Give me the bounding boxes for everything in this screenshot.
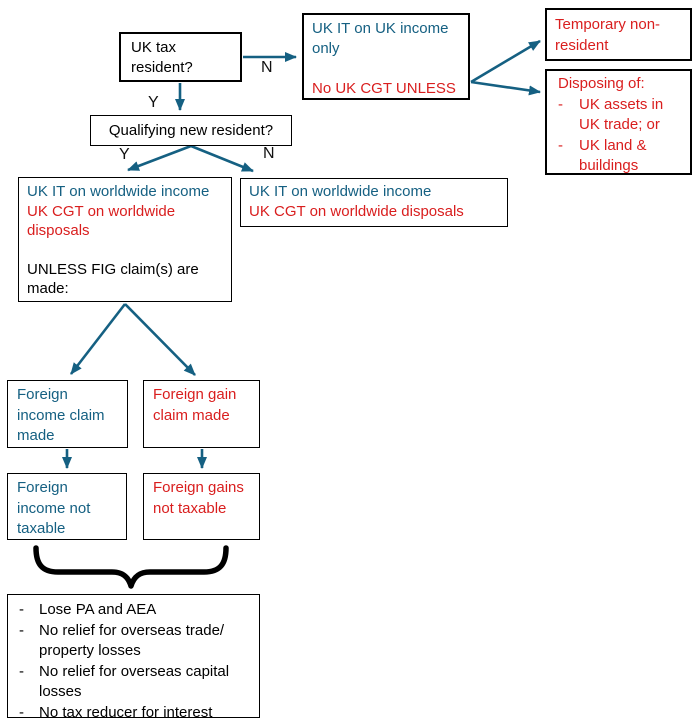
cgt-line: No UK CGT UNLESS bbox=[312, 80, 456, 97]
consequence-item: - No relief for overseas trade/ property… bbox=[19, 621, 251, 662]
arrow-qualifying-no bbox=[190, 144, 254, 173]
node-text: Temporary non-resident bbox=[555, 16, 661, 54]
node-text: Qualifying new resident? bbox=[108, 121, 274, 139]
node-foreign-gains-not-taxable: Foreign gains not taxable bbox=[143, 473, 260, 540]
node-text: Foreign income not taxable bbox=[17, 479, 91, 537]
node-fig-consequences: - Lose PA and AEA - No relief for overse… bbox=[7, 594, 260, 721]
disposing-item: - UK land & buildings bbox=[558, 136, 685, 177]
item-text: UK assets in UK trade; or bbox=[579, 95, 664, 134]
unless-line: UNLESS FIG claim(s) are made: bbox=[27, 260, 199, 298]
item-text: No relief for overseas capital losses bbox=[39, 662, 230, 701]
node-text: UK tax resident? bbox=[131, 39, 193, 76]
dash-bullet: - bbox=[558, 136, 563, 154]
gather-brace bbox=[33, 545, 229, 589]
dash-bullet: - bbox=[19, 703, 24, 721]
node-worldwide-with-fig: UK IT on worldwide income UK CGT on worl… bbox=[18, 177, 232, 302]
item-text: Lose PA and AEA bbox=[39, 601, 157, 618]
edge-label-n-mid: N bbox=[263, 145, 275, 162]
edge-label-n-top: N bbox=[261, 59, 273, 76]
it-line: UK IT on worldwide income bbox=[249, 183, 432, 200]
dash-bullet: - bbox=[19, 662, 24, 680]
item-text: No tax reducer for interest bbox=[39, 703, 213, 721]
consequence-item: - No tax reducer for interest bbox=[19, 703, 251, 724]
arrow-fig-to-income-claim bbox=[69, 303, 127, 375]
node-qualifying-new-resident: Qualifying new resident? bbox=[90, 115, 292, 146]
consequence-item: - Lose PA and AEA bbox=[19, 600, 251, 621]
node-foreign-income-claim: Foreign income claim made bbox=[7, 380, 128, 448]
node-uk-it-on-uk-income: UK IT on UK income only No UK CGT UNLESS bbox=[302, 13, 470, 100]
edge-label-y-top: Y bbox=[148, 94, 159, 111]
arrow-qualifying-yes bbox=[127, 144, 192, 172]
node-worldwide-plain: UK IT on worldwide income UK CGT on worl… bbox=[240, 178, 508, 227]
disposing-header: Disposing of: bbox=[558, 75, 645, 92]
node-text: Foreign gain claim made bbox=[153, 386, 237, 424]
item-text: UK land & buildings bbox=[579, 136, 647, 175]
dash-bullet: - bbox=[19, 601, 24, 618]
arrow-ukit-to-temporary bbox=[470, 39, 541, 84]
item-text: No relief for overseas trade/ property l… bbox=[39, 621, 225, 660]
it-line: UK IT on worldwide income bbox=[27, 183, 210, 200]
arrow-ukit-to-disposing bbox=[470, 80, 541, 96]
edge-label-y-mid: Y bbox=[119, 146, 130, 163]
cgt-line: UK CGT on worldwide disposals bbox=[27, 202, 176, 240]
node-foreign-gain-claim: Foreign gain claim made bbox=[143, 380, 260, 448]
dash-bullet: - bbox=[558, 95, 563, 113]
node-text: Foreign gains not taxable bbox=[153, 479, 244, 517]
node-foreign-income-not-taxable: Foreign income not taxable bbox=[7, 473, 127, 540]
dash-bullet: - bbox=[19, 621, 24, 639]
cgt-line: UK CGT on worldwide disposals bbox=[249, 203, 464, 220]
node-temporary-non-resident: Temporary non-resident bbox=[545, 8, 692, 61]
node-text: Foreign income claim made bbox=[17, 386, 105, 444]
disposing-item: - UK assets in UK trade; or bbox=[558, 95, 685, 136]
consequence-item: - No relief for overseas capital losses bbox=[19, 662, 251, 703]
node-uk-tax-resident: UK tax resident? bbox=[119, 32, 242, 82]
it-line: UK IT on UK income only bbox=[312, 20, 449, 57]
arrow-fig-to-gain-claim bbox=[124, 303, 196, 376]
node-disposing-of: Disposing of: - UK assets in UK trade; o… bbox=[545, 69, 692, 175]
